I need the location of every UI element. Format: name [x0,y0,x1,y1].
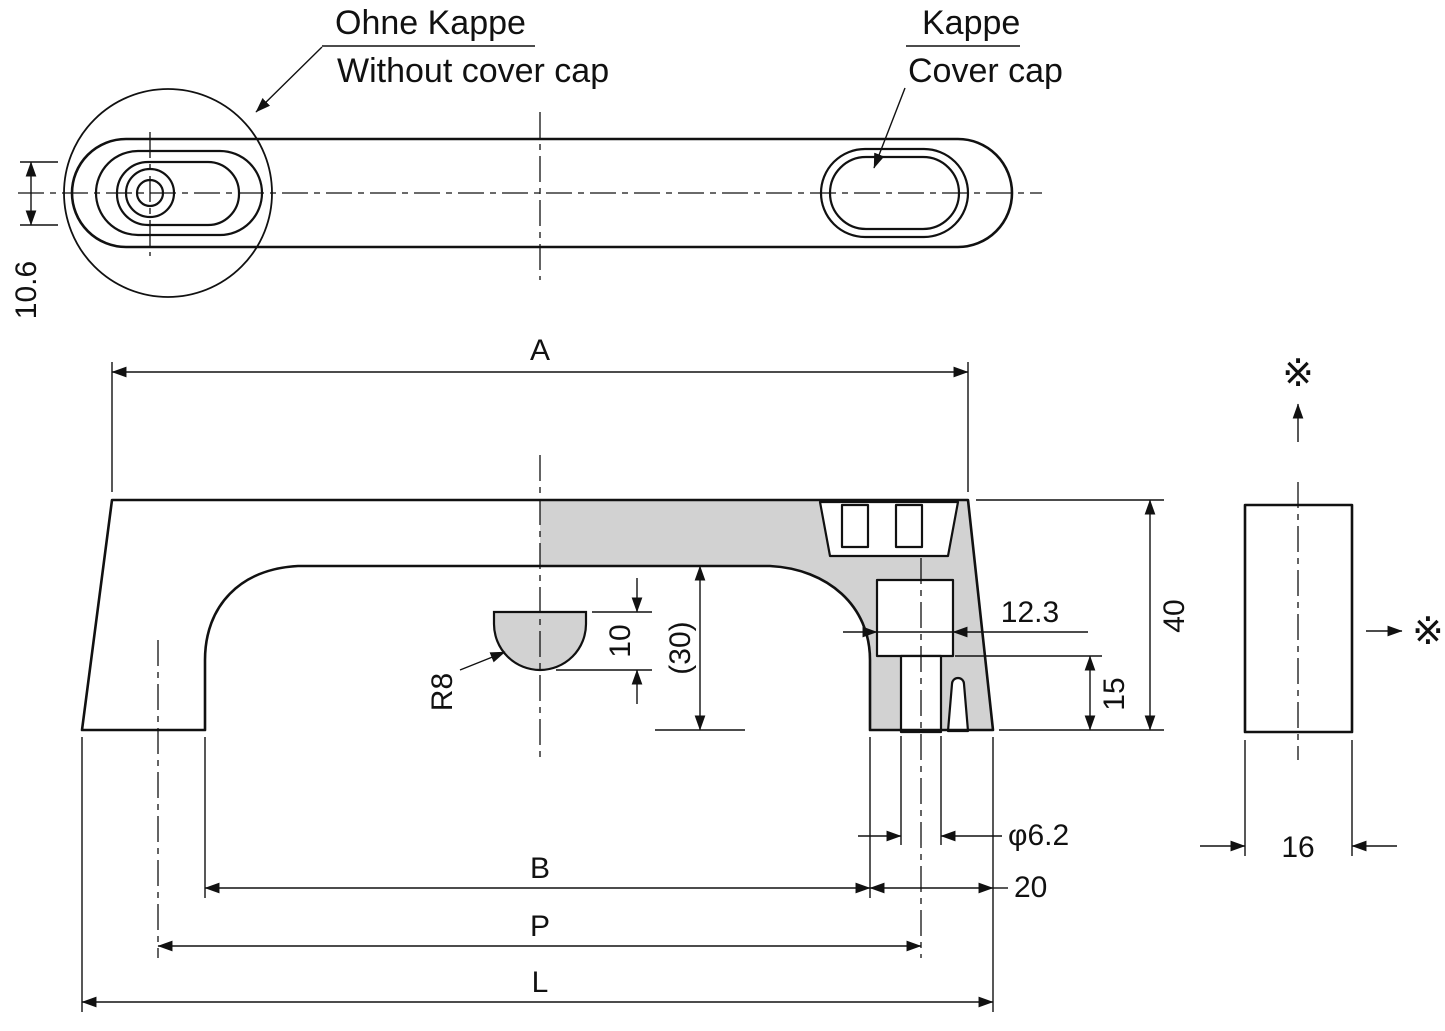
leader-arrow [255,46,323,113]
dim-20-label: 20 [1014,871,1047,904]
reference-mark-right: ※ [1366,611,1444,653]
leader-arrow [459,651,506,671]
cap-recess-cutout [818,500,960,558]
label-cover-cap: Cover cap [908,52,1063,90]
dim-b: B [204,737,871,898]
dim-a: A [111,334,969,492]
annotation-without-cap: Ohne Kappe Without cover cap [255,4,609,113]
dim-40: 40 [976,499,1191,731]
dim-l: L [81,737,994,1012]
label-kappe: Kappe [922,4,1020,42]
front-view: A 40 15 12.3 (30) [80,334,1191,1012]
cap-snap-slot [840,503,870,549]
dim-dia-label: φ6.2 [1008,819,1069,852]
leader-arrow [873,87,906,169]
dim-30: (30) [655,565,745,731]
dim-20: 20 [869,737,1047,1012]
annotation-cap: Kappe Cover cap [873,4,1063,169]
screw-hole-circle [135,178,165,208]
dim-10: 10 [556,578,652,704]
dim-a-label: A [530,334,550,367]
dim-12-3-label: 12.3 [1001,596,1059,629]
dim-p: P [157,910,922,952]
reference-mark-symbol: ※ [1412,611,1444,653]
dim-l-label: L [532,966,549,999]
dim-12-3: 12.3 [843,596,1088,638]
dim-r8: R8 [426,651,506,711]
detail-circle [63,88,273,298]
top-view: 10.6 Ohne Kappe Without cover cap Kappe … [10,4,1063,319]
dim-15: 15 [955,655,1131,731]
dim-16: 16 [1200,740,1397,864]
dim-10-6: 10.6 [10,161,58,319]
left-recess-step [115,160,241,227]
dim-30-label: (30) [664,621,697,674]
side-view: ※ ※ 16 [1200,353,1444,864]
dim-b-label: B [530,852,550,885]
handle-top-outline [70,137,1014,249]
label-without-cover-cap: Without cover cap [337,52,609,90]
dim-15-label: 15 [1098,677,1131,710]
dim-40-label: 40 [1158,599,1191,632]
counterbore-cutout [875,578,955,658]
cover-cap-inner [828,155,961,231]
left-recess [94,149,264,237]
dim-r8-label: R8 [426,673,459,711]
reference-mark-symbol: ※ [1282,353,1314,395]
cap-snap-slot [894,503,924,549]
dim-dia-6-2: φ6.2 [858,736,1069,852]
cover-cap-outer [819,147,970,239]
dim-10-label: 10 [604,624,637,657]
section-area [540,500,993,730]
dim-p-label: P [530,910,550,943]
screw-head-circle [124,167,176,219]
dim-16-label: 16 [1281,831,1314,864]
handle-front-outline [80,498,995,732]
dim-10-6-label: 10.6 [10,261,43,319]
label-ohne-kappe: Ohne Kappe [335,4,526,42]
reference-mark-top: ※ [1282,353,1314,442]
vent-slit-cutout [946,676,970,733]
